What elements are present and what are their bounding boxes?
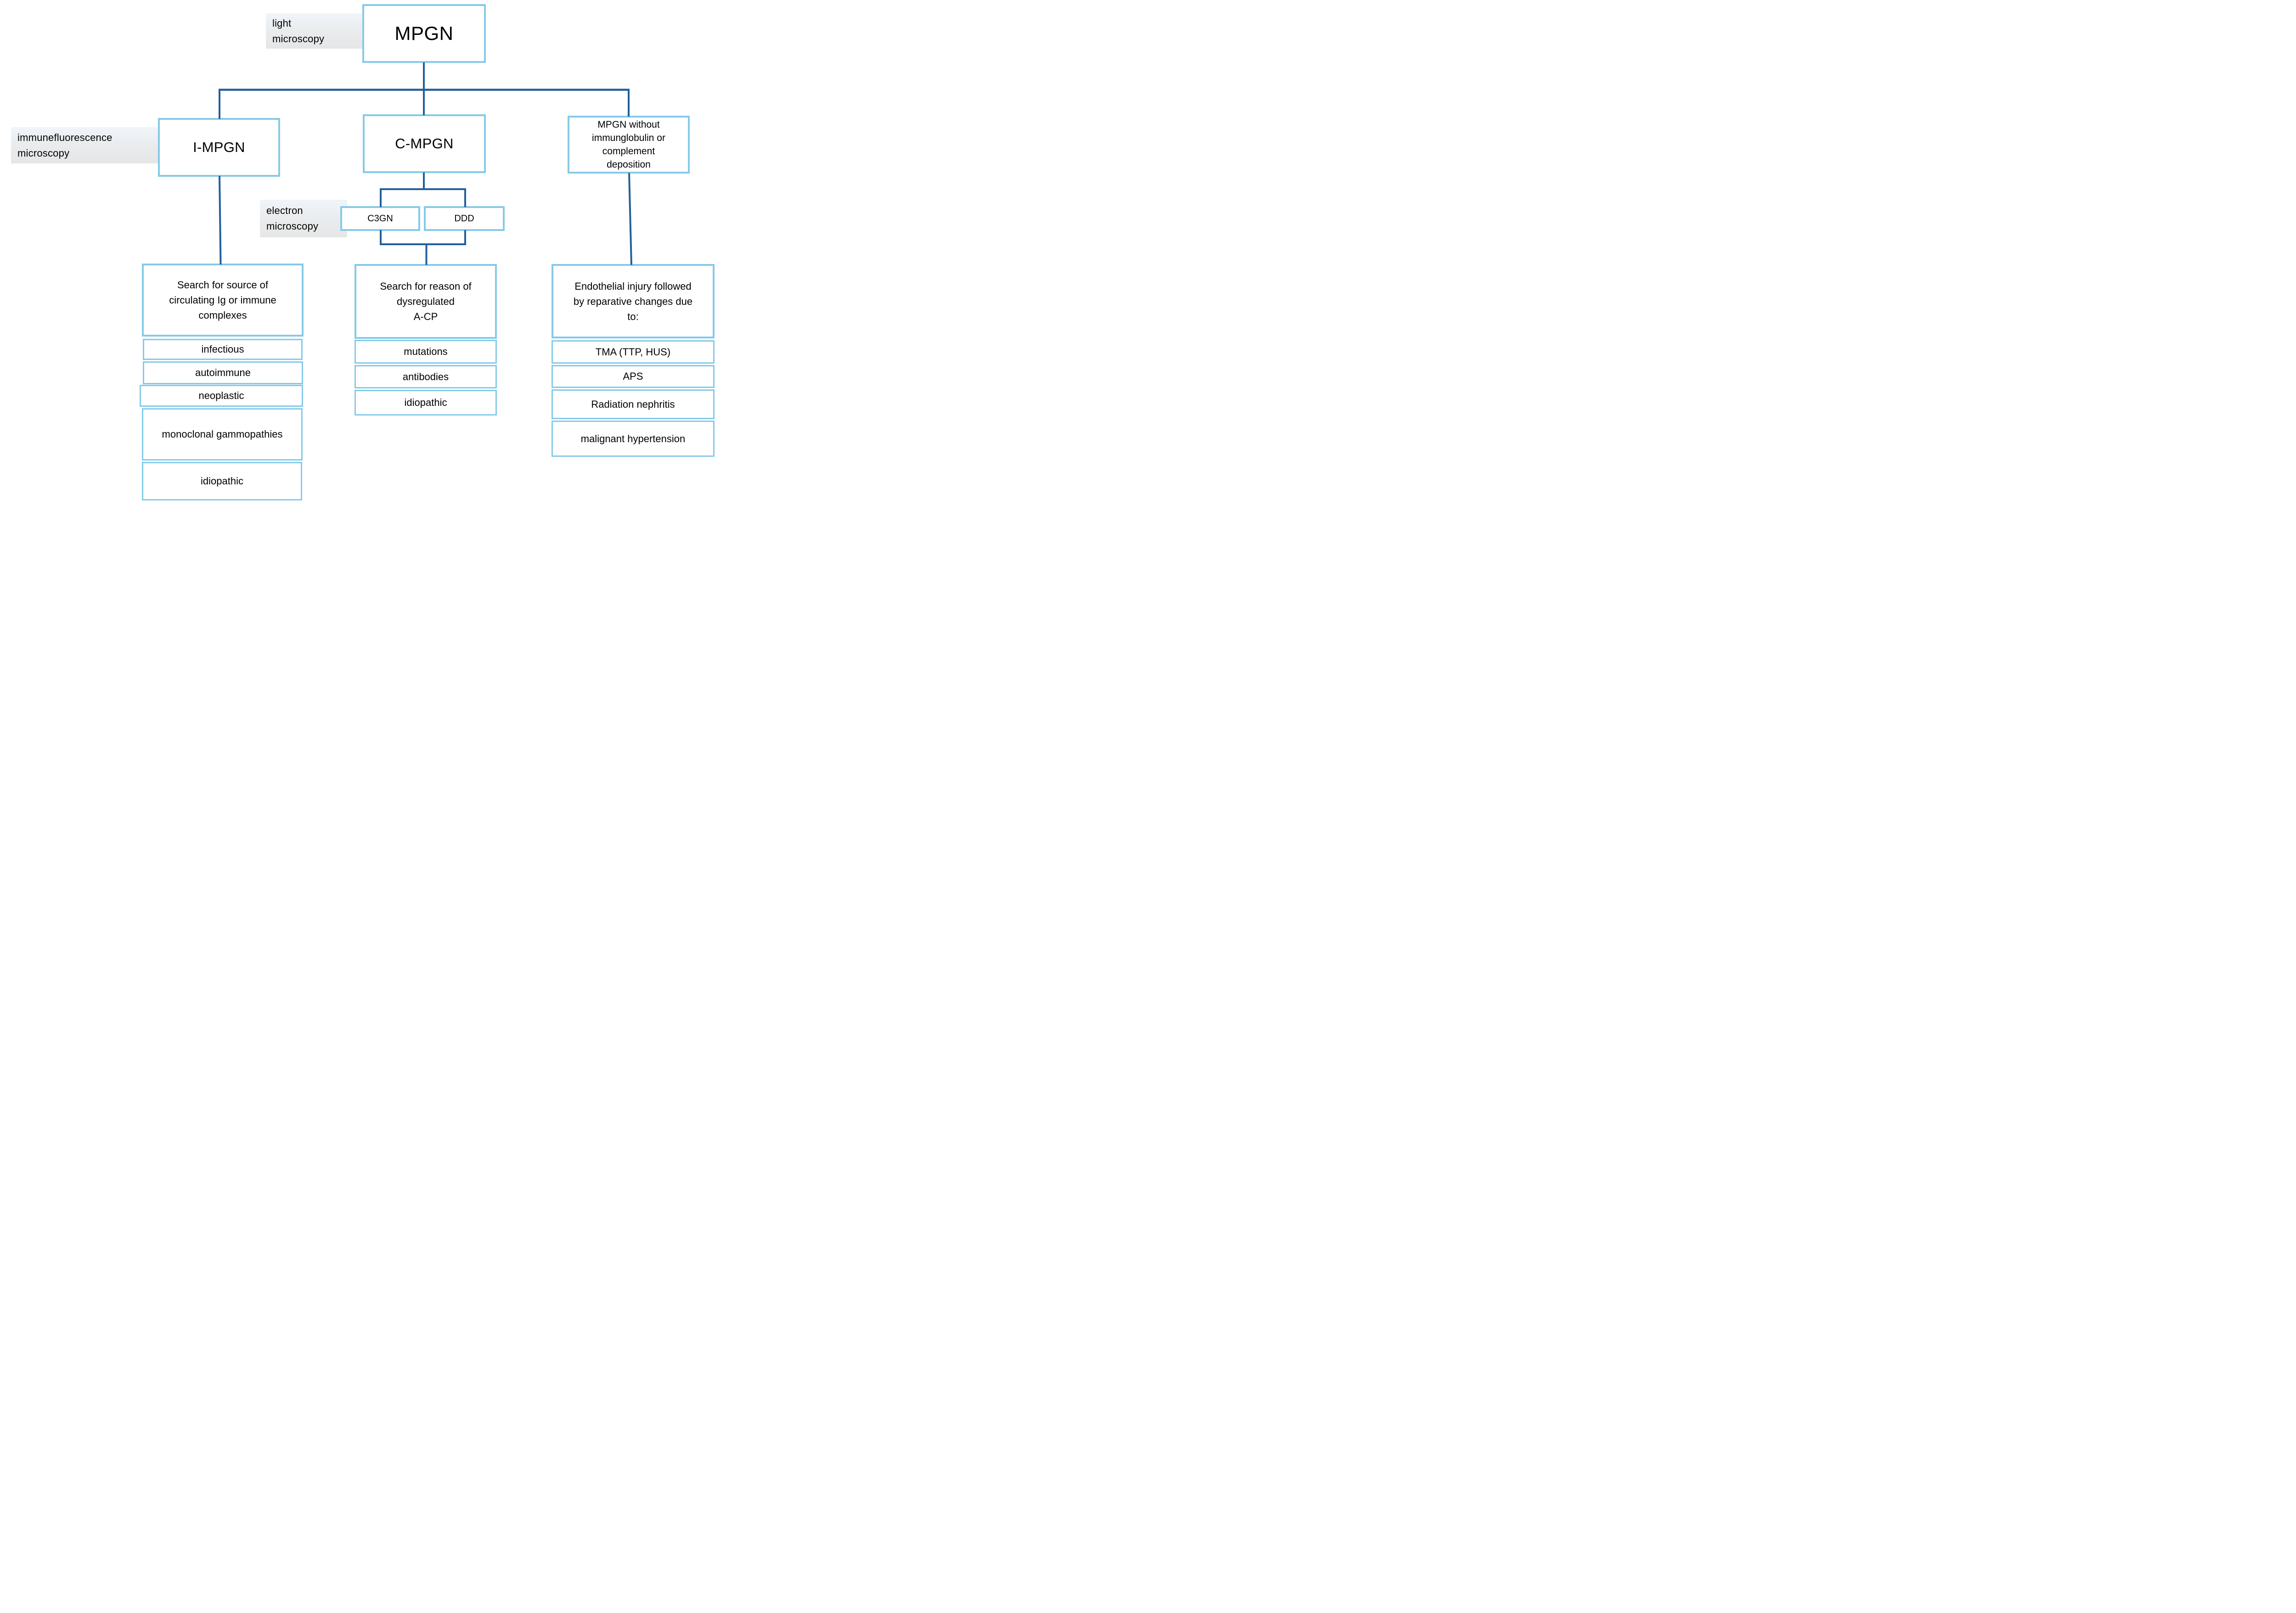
list-item-aps: APS [551,365,715,388]
list-item-left-idiopathic: idiopathic [142,462,302,500]
list-item-neoplastic: neoplastic [140,385,303,407]
node-mpgn-without-line1: MPGN without [597,119,660,130]
list-item-malignant-hypertension: malignant hypertension [551,421,715,457]
label-immunofluorescence-line2: microscopy [17,147,70,159]
label-electron-microscopy-line2: microscopy [266,220,319,232]
list-item-monoclonal-gammopathies-label: monoclonal gammopathies [162,428,283,440]
node-c-mpgn-label: C-MPGN [395,135,454,152]
label-immunofluorescence-microscopy: immunefluorescence microscopy [11,127,165,163]
node-c3gn: C3GN [340,206,420,231]
label-light-microscopy-line2: microscopy [272,33,325,45]
list-item-radiation-nephritis-label: Radiation nephritis [591,398,675,410]
right-header-line2: by reparative changes due [573,295,693,307]
list-item-aps-label: APS [623,371,643,382]
right-header-line3: to: [627,310,639,322]
list-item-autoimmune-label: autoimmune [195,367,251,378]
list-item-left-idiopathic-label: idiopathic [201,475,243,487]
middle-header-line3: A-CP [413,311,438,322]
middle-header-line2: dysregulated [397,296,455,307]
label-light-microscopy: light microscopy [266,13,370,49]
list-item-malignant-hypertension-label: malignant hypertension [580,433,686,444]
right-header-line1: Endothelial injury followed [574,280,692,292]
node-ddd: DDD [424,206,505,231]
list-item-mutations-label: mutations [404,346,448,357]
label-light-microscopy-line1: light [272,17,292,29]
middle-header-line1: Search for reason of [380,281,472,292]
node-mpgn-without-deposition: MPGN without immunglobulin or complement… [568,116,690,174]
connector-to-right-column [628,173,632,265]
node-c-mpgn: C-MPGN [363,114,486,173]
left-header-line3: complexes [198,309,247,321]
node-mpgn-without-line2: immunglobulin or [592,133,665,143]
list-item-tma: TMA (TTP, HUS) [551,340,715,364]
list-item-mutations: mutations [355,340,497,364]
list-item-antibodies-label: antibodies [402,371,449,382]
middle-column-header: Search for reason of dysregulated A-CP [355,264,497,339]
list-item-tma-label: TMA (TTP, HUS) [595,346,671,358]
list-item-middle-idiopathic: idiopathic [355,390,497,416]
node-i-mpgn-label: I-MPGN [193,139,245,155]
node-i-mpgn: I-MPGN [158,118,280,177]
label-immunofluorescence-line1: immunefluorescence [17,131,113,143]
connector-i-mpgn-to-left-column [219,175,222,265]
left-header-line2: circulating Ig or immune [169,294,276,306]
node-ddd-label: DDD [454,213,474,224]
list-item-radiation-nephritis: Radiation nephritis [551,389,715,419]
list-item-middle-idiopathic-label: idiopathic [404,397,447,408]
list-item-monoclonal-gammopathies: monoclonal gammopathies [142,408,303,461]
node-c3gn-label: C3GN [367,213,393,224]
list-item-neoplastic-label: neoplastic [198,390,244,401]
node-mpgn-label: MPGN [394,22,454,44]
list-item-autoimmune: autoimmune [143,361,303,384]
node-mpgn-without-line4: deposition [607,159,651,170]
list-item-infectious: infectious [143,339,303,360]
node-mpgn: MPGN [362,4,486,63]
list-item-infectious-label: infectious [201,343,244,355]
left-column-header: Search for source of circulating Ig or i… [142,264,304,337]
list-item-antibodies: antibodies [355,365,497,388]
right-column-header: Endothelial injury followed by reparativ… [551,264,715,338]
flowchart-canvas: light microscopy immunefluorescence micr… [0,0,721,504]
left-header-line1: Search for source of [177,279,269,291]
node-mpgn-without-line3: complement [602,146,655,157]
label-electron-microscopy: electron microscopy [260,200,347,237]
label-electron-microscopy-line1: electron [266,205,303,216]
